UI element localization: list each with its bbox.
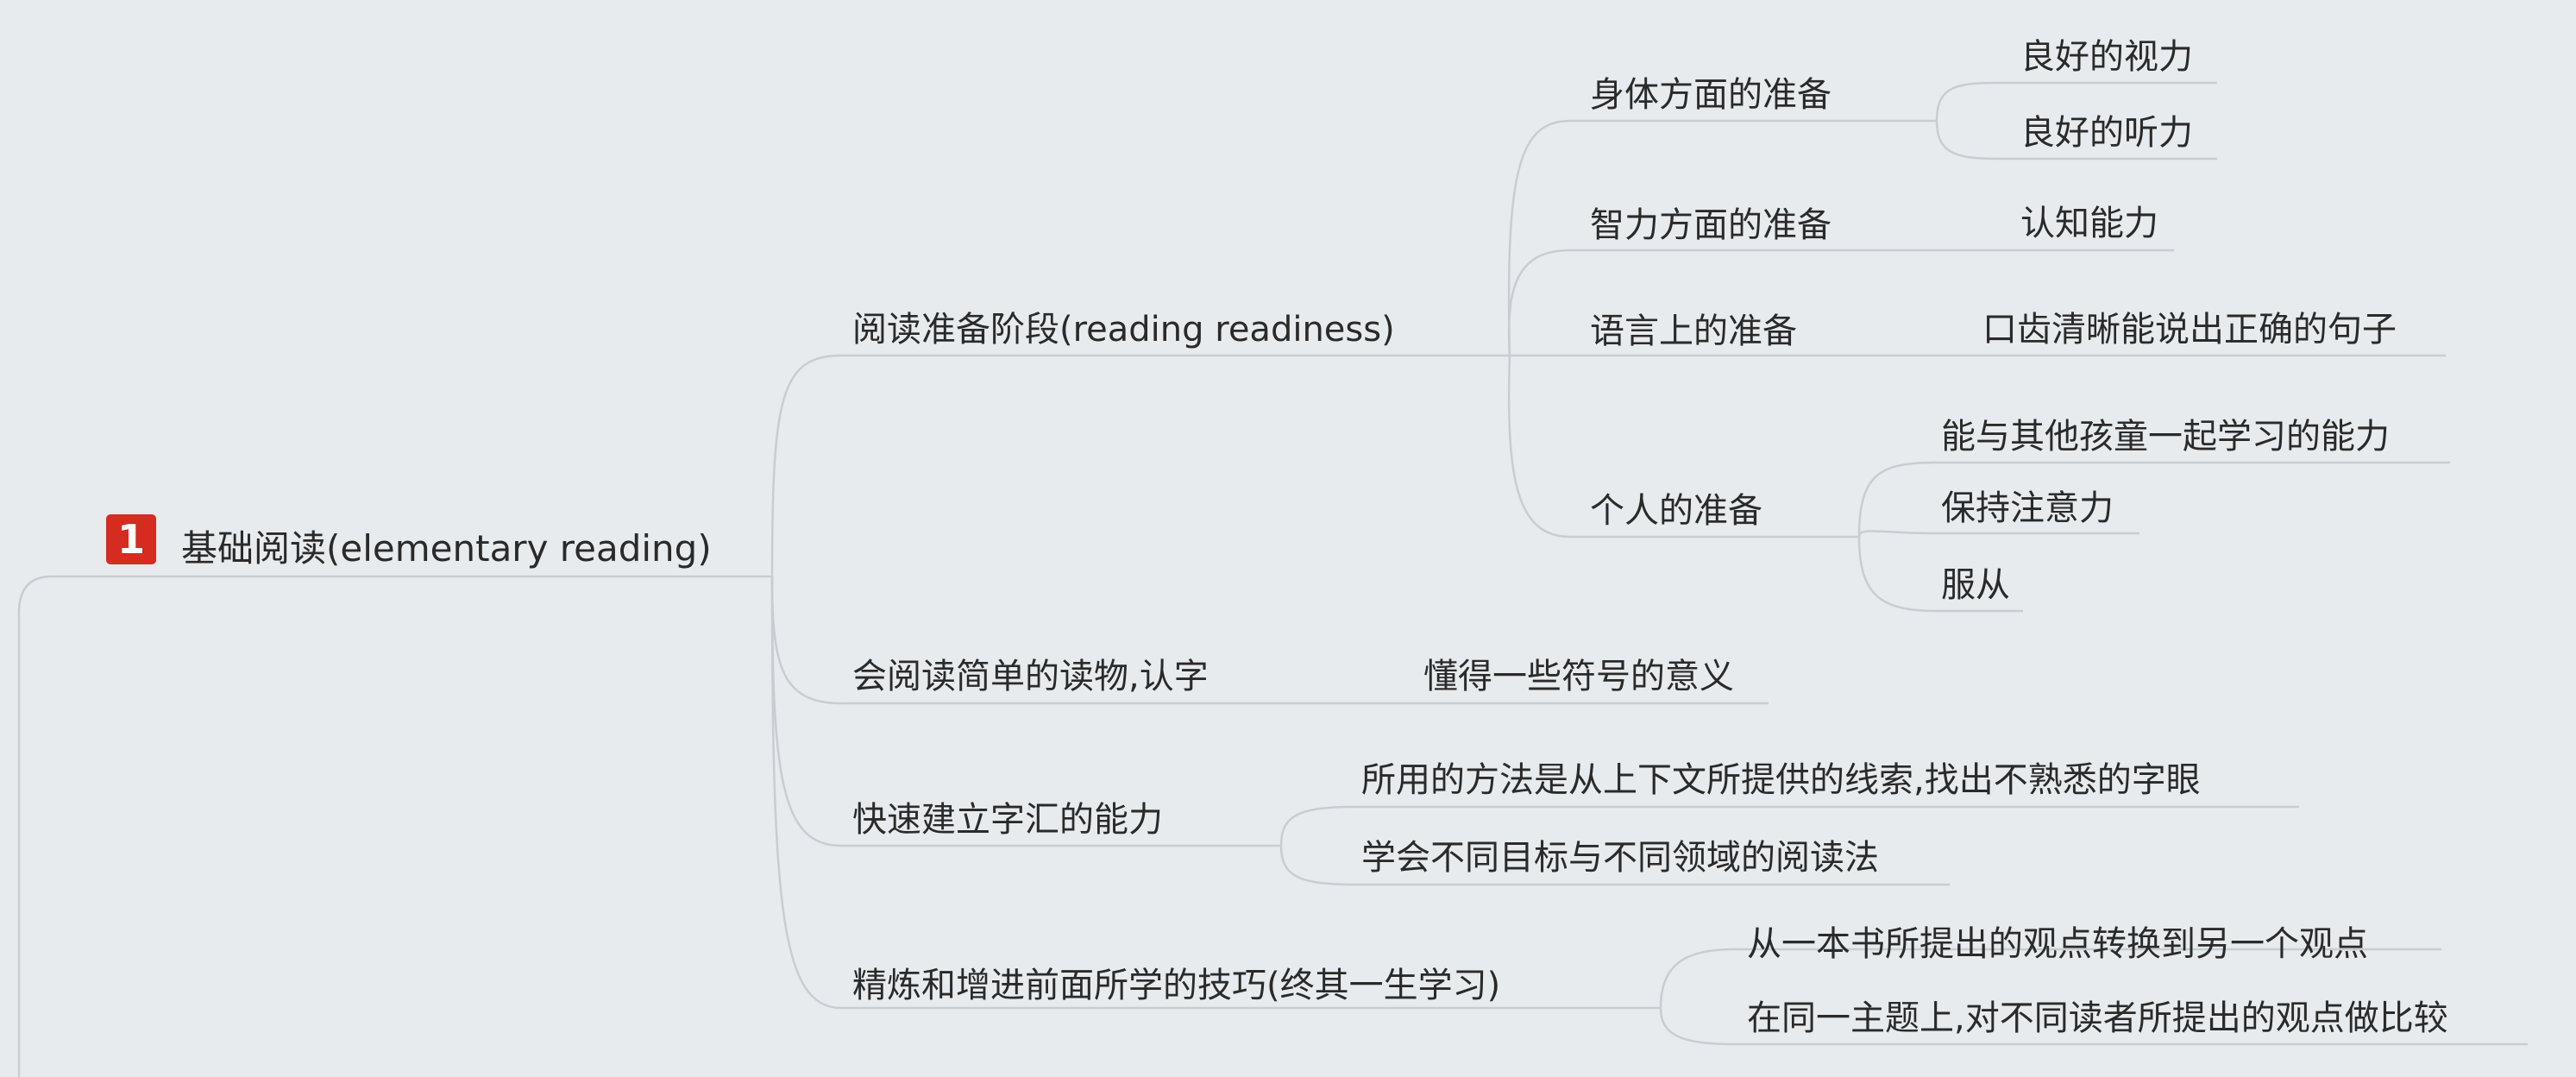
topic-refining-skills[interactable]: 精炼和增进前面所学的技巧(终其一生学习) (852, 966, 1501, 1005)
topic-vocabulary[interactable]: 快速建立字汇的能力 (852, 800, 1163, 840)
topic-attention[interactable]: 保持注意力 (1941, 488, 2114, 528)
topic-symbols[interactable]: 懂得一些符号的意义 (1423, 657, 1734, 696)
topic-good-vision[interactable]: 良好的视力 (2020, 37, 2193, 77)
topic-intellectual-readiness[interactable]: 智力方面的准备 (1590, 205, 1831, 245)
topic-reading-readiness[interactable]: 阅读准备阶段(reading readiness) (852, 310, 1395, 350)
topic-simple-reading[interactable]: 会阅读简单的读物,认字 (852, 657, 1209, 696)
topic-root-elementary-reading[interactable]: 基础阅读(elementary reading) (181, 527, 712, 570)
topic-language-readiness[interactable]: 语言上的准备 (1590, 312, 1797, 351)
topic-viewpoint-transfer[interactable]: 从一本书所提出的观点转换到另一个观点 (1747, 924, 2368, 964)
priority-badge-icon: 1 (106, 514, 156, 564)
topic-good-hearing[interactable]: 良好的听力 (2020, 113, 2193, 153)
topic-viewpoint-compare[interactable]: 在同一主题上,对不同读者所提出的观点做比较 (1747, 998, 2448, 1038)
topic-physical-readiness[interactable]: 身体方面的准备 (1590, 75, 1831, 115)
topic-clear-speech[interactable]: 口齿清晰能说出正确的句子 (1982, 310, 2397, 350)
topic-cooperation[interactable]: 能与其他孩童一起学习的能力 (1941, 417, 2390, 457)
topic-context-clues[interactable]: 所用的方法是从上下文所提供的线索,找出不熟悉的字眼 (1361, 760, 2201, 800)
topic-reading-methods[interactable]: 学会不同目标与不同领域的阅读法 (1361, 838, 1879, 878)
topic-obedience[interactable]: 服从 (1941, 565, 2010, 605)
topic-cognition[interactable]: 认知能力 (2020, 204, 2158, 243)
topic-personal-readiness[interactable]: 个人的准备 (1590, 491, 1762, 531)
